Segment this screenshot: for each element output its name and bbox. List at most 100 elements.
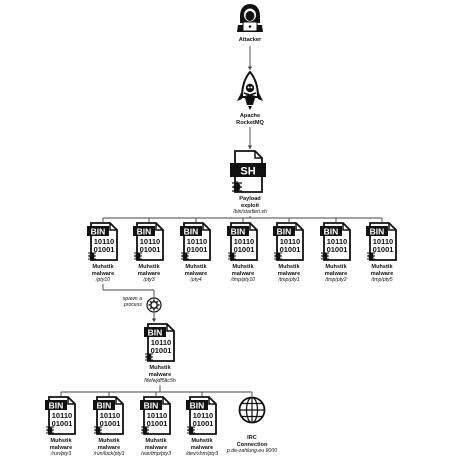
malware-title: Muhstik malware [277, 264, 301, 277]
malware-path: /tmp/pty5 [371, 277, 393, 284]
bin-line-2: 01001 [327, 245, 348, 254]
bin-line-2: 01001 [193, 419, 214, 428]
bug-icon [274, 252, 282, 260]
malware-path: /pty3 [143, 277, 155, 284]
bin-tag: BIN [184, 226, 199, 236]
malware-path: /tmp/pty1 [278, 277, 300, 284]
bug-icon [141, 426, 149, 434]
malware-title: Muhstik malware [190, 438, 214, 451]
bin-line-1: 10110 [373, 237, 393, 246]
bug-icon [232, 181, 242, 192]
bin-line-1: 10110 [94, 237, 114, 246]
bug-icon [94, 426, 102, 434]
bin-line-1: 10110 [100, 411, 120, 420]
bin-line-2: 01001 [147, 419, 168, 428]
payload-title: Payload exploit [239, 196, 261, 209]
malware-node-tier1-2-label: Muhstik malware/pty4 [185, 264, 207, 284]
bug-icon [88, 252, 96, 260]
malware-title: Muhstik malware [144, 438, 168, 451]
irc-title: IRC Connection [236, 435, 268, 448]
bin-tag: BIN [144, 400, 159, 410]
bin-tag: BIN [49, 400, 64, 410]
malware-title: Muhstik malware [370, 264, 394, 277]
irc-path: p.de-zahlung.eu 9000 [226, 448, 278, 455]
bin-line-1: 10110 [234, 237, 254, 246]
rocketmq-title: Apache RocketMQ [236, 113, 264, 126]
bug-icon [46, 426, 54, 434]
bin-tag: BIN [137, 226, 152, 236]
bin-line-2: 01001 [52, 419, 73, 428]
malware-path: /dev/shm/pty3 [185, 451, 219, 458]
bin-tag: BIN [277, 226, 292, 236]
bug-icon [367, 252, 375, 260]
malware-path: /var/tmp/pty3 [141, 451, 171, 458]
malware-node-tier1-1-label: Muhstik malware/pty3 [138, 264, 160, 284]
bin-line-1: 10110 [52, 411, 72, 420]
payload-node: Payload exploit /bin/startleri.sh [233, 196, 267, 216]
malware-title: Muhstik malware [148, 365, 172, 378]
bug-icon [187, 426, 195, 434]
bin-line-2: 01001 [234, 245, 255, 254]
bin-line-2: 01001 [151, 346, 172, 355]
attacker-title: Attacker [238, 37, 262, 43]
bin-line-2: 01001 [94, 245, 115, 254]
bin-line-1: 10110 [187, 237, 207, 246]
malware-path: fifefwjdf5ltc5h [144, 378, 176, 385]
bin-tag: BIN [190, 400, 205, 410]
malware-title: Muhstik malware [184, 264, 208, 277]
bug-icon [321, 252, 329, 260]
malware-path: /tmp/pty2 [325, 277, 347, 284]
bug-icon [134, 252, 142, 260]
payload-path: /bin/startleri.sh [233, 209, 267, 216]
bin-line-2: 01001 [373, 245, 394, 254]
malware-node-tier1-4-label: Muhstik malware/tmp/pty1 [278, 264, 300, 284]
bin-tag: BIN [231, 226, 246, 236]
bug-icon [145, 353, 153, 361]
bin-line-1: 10110 [147, 411, 167, 420]
bin-line-2: 01001 [280, 245, 301, 254]
malware-title: Muhstik malware [231, 264, 255, 277]
bin-tag: BIN [97, 400, 112, 410]
bin-line-2: 01001 [140, 245, 161, 254]
bin-line-1: 10110 [280, 237, 300, 246]
rocketmq-to-payload-arrow-arrowhead [247, 145, 253, 149]
rocketmq-node: Apache RocketMQ [236, 113, 264, 126]
malware-node-tier1-3-label: Muhstik malware/tmp/pty10 [231, 264, 255, 284]
malware-title: Muhstik malware [324, 264, 348, 277]
malware-title: Muhstik malware [49, 438, 73, 451]
malware-node-tier1-5-label: Muhstik malware/tmp/pty2 [325, 264, 347, 284]
malware-node-tier2-3-label: Muhstik malware/dev/shm/pty3 [186, 438, 218, 458]
irc-node: IRC Connection p.de-zahlung.eu 9000 [227, 435, 277, 455]
malware-title: Muhstik malware [137, 264, 161, 277]
bin-line-1: 10110 [193, 411, 213, 420]
globe-icon [238, 396, 266, 424]
bin-tag: BIN [370, 226, 385, 236]
malware-title: Muhstik malware [97, 438, 121, 451]
bin-line-2: 01001 [187, 245, 208, 254]
rocket-icon [237, 71, 263, 110]
bug-icon [228, 252, 236, 260]
spawn-label: spawn a process [122, 296, 142, 308]
malware-node-tier2-0-label: Muhstik malware/run/pty3 [50, 438, 72, 458]
spawn-to-middle-arrow-arrowhead [151, 318, 157, 322]
attacker-to-rocketmq-arrow-arrowhead [247, 66, 253, 70]
bin-line-1: 10110 [151, 338, 171, 347]
malware-node-tier2-2-label: Muhstik malware/var/tmp/pty3 [141, 438, 171, 458]
malware-node-tier1-0-label: Muhstik malware/pty10 [92, 264, 114, 284]
payload-file-tag: SH [240, 166, 255, 178]
malware-path: /tmp/pty10 [230, 277, 256, 284]
malware-path: /pty4 [190, 277, 202, 284]
bin-line-1: 10110 [327, 237, 347, 246]
bin-line-2: 01001 [100, 419, 121, 428]
